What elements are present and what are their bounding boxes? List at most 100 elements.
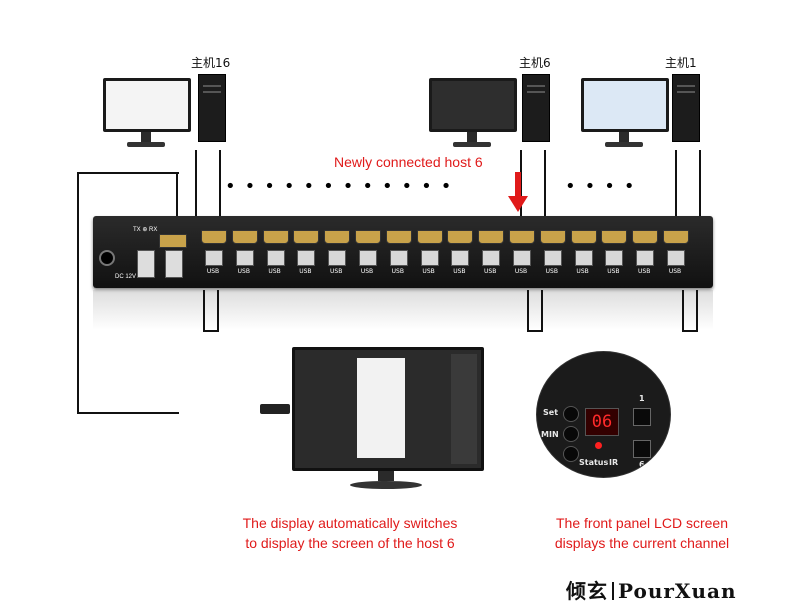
usb-port-label: USB [268, 268, 281, 275]
usb-port-label: USB [638, 268, 651, 275]
usb-port-label: USB [668, 268, 682, 275]
usb-port-label: USB [607, 268, 620, 275]
host16-label: 主机16 [191, 56, 231, 70]
kvm-port-10: USB [385, 230, 412, 284]
kvm-port-4: USB [570, 230, 597, 284]
main-display [292, 347, 484, 497]
min-label: MIN [541, 430, 559, 439]
usb-port-label: USB [484, 268, 497, 275]
usb-port-label: USB [360, 268, 374, 275]
console-hdmi-port [159, 234, 187, 248]
host16-cable [195, 150, 221, 232]
host6-label: 主机6 [519, 56, 551, 70]
usb-b-port-icon [636, 250, 655, 266]
status-led-icon [595, 442, 602, 449]
usb-port-label: USB [299, 268, 312, 275]
usb-port-label: USB [237, 268, 250, 275]
kvm-port-12: USB [324, 230, 351, 284]
display-cable-top [172, 172, 178, 220]
kvm-port-15: USB [231, 230, 258, 284]
set-button[interactable] [563, 406, 579, 422]
usb-b-port-icon [205, 250, 223, 266]
down-arrow-icon [508, 172, 528, 212]
host16-return-cable [203, 290, 219, 332]
console-usb-ports [137, 250, 155, 278]
kvm-port-3: USB [601, 230, 628, 284]
usb-port-label: USB [391, 268, 404, 275]
usb-b-port-icon [513, 250, 531, 266]
usb-plug-icon [260, 404, 290, 414]
hdmi-port-icon [509, 230, 535, 244]
usb-b-port-icon [574, 250, 593, 266]
hdmi-port-icon [632, 230, 659, 244]
brand-logo-cn: 倾玄 [566, 579, 608, 603]
host1-return-cable [682, 290, 698, 332]
usb-port-label: USB [576, 268, 589, 275]
host1-tower [672, 74, 700, 142]
panel-caption-line1: The front panel LCD screen [556, 515, 728, 531]
kvm-port-16: USB [201, 230, 227, 284]
kvm-side-label-1: TX ⊕ RX [133, 227, 158, 233]
channel6-button[interactable] [633, 440, 651, 458]
usb-b-port-icon [543, 250, 562, 266]
usb-b-port-icon [667, 250, 685, 266]
kvm-port-7: USB [478, 230, 505, 284]
host6-return-cable [527, 290, 543, 332]
kvm-side-label-2: DC 12V [115, 274, 137, 280]
button6-label: 6 [639, 460, 645, 469]
channel1-button[interactable] [633, 408, 651, 426]
hdmi-port-icon [663, 230, 689, 244]
ir-label: IR [609, 458, 619, 467]
usb-port-label: USB [453, 268, 466, 275]
panel-caption-line2: displays the current channel [554, 535, 730, 551]
kvm-port-8: USB [447, 230, 474, 284]
hdmi-port-icon [324, 230, 351, 244]
kvm-port-5: USB [539, 230, 566, 284]
usb-port-label: USB [206, 268, 220, 275]
usb-b-port-icon [266, 250, 285, 266]
host1-monitor [581, 78, 669, 150]
ellipsis-dots-left: •••••••••••• [225, 176, 461, 197]
display-caption-line1: The display automatically switches [242, 515, 458, 531]
usb-b-port-icon [420, 250, 439, 266]
usb-b-port-icon [328, 250, 347, 266]
host1-label: 主机1 [665, 56, 697, 70]
display-cable [77, 172, 179, 414]
usb-port-label: USB [422, 268, 435, 275]
button1-label: 1 [639, 394, 645, 403]
kvm-port-1: USB [663, 230, 689, 284]
hdmi-port-icon [478, 230, 505, 244]
usb-port-label: USB [330, 268, 343, 275]
hdmi-port-icon [416, 230, 443, 244]
hdmi-port-icon [539, 230, 566, 244]
min-button[interactable] [563, 426, 579, 442]
ellipsis-dots-right: •••• [565, 176, 644, 197]
hdmi-port-icon [601, 230, 628, 244]
kvm-reflection [93, 290, 713, 330]
host1-cable [675, 150, 701, 232]
hdmi-port-icon [570, 230, 597, 244]
usb-b-port-icon [235, 250, 254, 266]
usb-b-port-icon [482, 250, 501, 266]
new-host-annotation: Newly connected host 6 [334, 154, 483, 170]
lcd-display: 06 [585, 408, 619, 436]
set-label: Set [543, 408, 559, 417]
usb-port-label: USB [545, 268, 558, 275]
panel-caption: The front panel LCD screen displays the … [527, 513, 757, 553]
kvm-port-2: USB [632, 230, 659, 284]
c-button[interactable] [563, 446, 579, 462]
hdmi-port-icon [355, 230, 381, 244]
hdmi-port-icon [447, 230, 474, 244]
usb-port-label: USB [514, 268, 528, 275]
c-label: C [541, 450, 547, 459]
kvm-port-14: USB [262, 230, 289, 284]
kvm-port-11: USB [355, 230, 381, 284]
usb-b-port-icon [297, 250, 316, 266]
hdmi-port-icon [385, 230, 412, 244]
kvm-switch: TX ⊕ RX DC 12V USB USB USB USB USB USB USB USB U… [93, 216, 713, 288]
hdmi-port-icon [293, 230, 320, 244]
display-caption-line2: to display the screen of the host 6 [245, 535, 455, 551]
status-label: Status [579, 458, 609, 467]
display-caption: The display automatically switches to di… [214, 513, 486, 553]
usb-b-port-icon [389, 250, 408, 266]
